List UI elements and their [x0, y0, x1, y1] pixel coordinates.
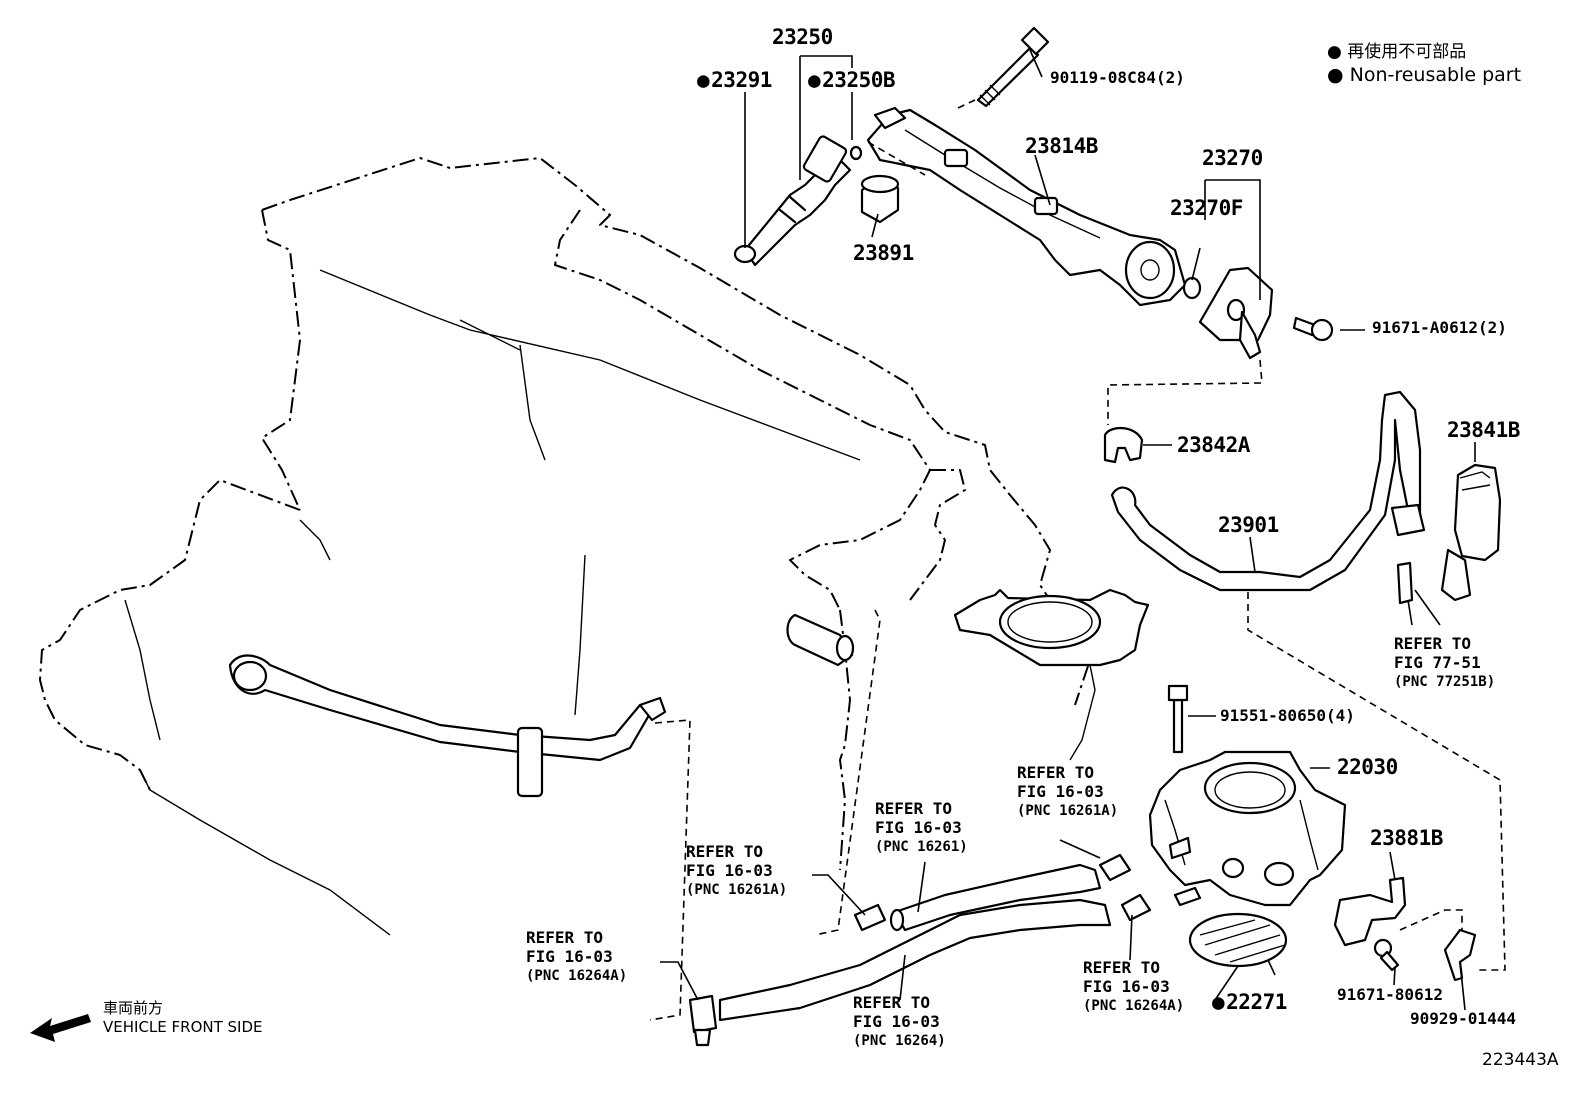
refer-line-2: FIG 16-03 — [875, 818, 962, 837]
refer-pnc-16261a-left: REFER TO FIG 16-03 (PNC 16261A) — [686, 842, 788, 898]
part-label-22030: 22030 — [1337, 755, 1398, 779]
part-label-23250: 23250 — [772, 25, 833, 49]
delivery-pipe-bolt — [976, 26, 1050, 108]
refer-line-1: REFER TO — [1017, 763, 1095, 782]
part-label-91671-80612: 91671-80612 — [1337, 985, 1443, 1004]
throttle-body — [1148, 750, 1347, 907]
legend-jp: ● 再使用不可部品 — [1327, 42, 1467, 62]
injector-insulator — [860, 174, 900, 224]
part-label-23270f: 23270F — [1170, 196, 1243, 220]
part-label-23891: 23891 — [853, 241, 914, 265]
fuel-pipe-fitting — [1182, 266, 1274, 360]
water-hoses — [688, 853, 1152, 1047]
fitting-bolt — [1292, 316, 1334, 342]
refer-pnc-16264a-right: REFER TO FIG 16-03 (PNC 16264A) — [1083, 958, 1185, 1014]
part-label-23291: 23291 — [697, 70, 772, 91]
part-label-90929: 90929-01444 — [1410, 1009, 1516, 1028]
part-label-23881b: 23881B — [1370, 826, 1443, 850]
throttle-body-bolt — [1167, 684, 1189, 754]
refer-line-2: FIG 16-03 — [686, 861, 773, 880]
fuel-vapor-hose — [1110, 390, 1426, 592]
refer-line-3: (PNC 16264A) — [526, 968, 628, 984]
refer-line-1: REFER TO — [1083, 958, 1161, 977]
engine-water-pipe — [228, 654, 667, 798]
refer-line-3: (PNC 16264A) — [1083, 998, 1185, 1014]
refer-line-3: (PNC 16264) — [853, 1033, 946, 1049]
refer-line-1: REFER TO — [1394, 634, 1472, 653]
part-label-23270: 23270 — [1202, 146, 1263, 170]
refer-line-3: (PNC 16261A) — [686, 882, 788, 898]
dashed-connectors — [649, 99, 1506, 1021]
refer-line-3: (PNC 77251B) — [1394, 674, 1496, 690]
fuel-injector — [733, 135, 863, 267]
part-label-23814b: 23814B — [1025, 134, 1098, 158]
refer-line-3: (PNC 16261) — [875, 839, 968, 855]
part-label-23841b: 23841B — [1447, 418, 1520, 442]
refer-pnc-16264a-left: REFER TO FIG 16-03 (PNC 16264A) — [526, 928, 628, 984]
part-label-22271: 22271 — [1212, 992, 1287, 1013]
refer-pnc-16261a-right: REFER TO FIG 16-03 (PNC 16261A) — [1017, 763, 1119, 819]
refer-line-3: (PNC 16261A) — [1017, 803, 1119, 819]
leader-lines — [660, 49, 1476, 1011]
part-label-23901: 23901 — [1218, 513, 1279, 537]
front-label-jp: 車両前方 — [103, 999, 164, 1017]
refer-pnc-16261: REFER TO FIG 16-03 (PNC 16261) — [875, 799, 968, 855]
vacuum-switching-valve — [1396, 463, 1502, 605]
refer-fig-77-51: REFER TO FIG 77-51 (PNC 77251B) — [1394, 634, 1496, 690]
refer-line-1: REFER TO — [853, 993, 931, 1012]
intake-flange — [953, 588, 1150, 761]
refer-line-2: FIG 16-03 — [853, 1012, 940, 1031]
wire-clamp — [1443, 928, 1477, 982]
hose-clip-23842a — [1103, 427, 1144, 464]
bracket-bolt — [1373, 938, 1400, 972]
refer-line-2: FIG 16-03 — [526, 947, 613, 966]
part-label-91671-a0612: 91671-A0612(2) — [1372, 318, 1507, 337]
figure-id: 223443A — [1482, 1050, 1559, 1070]
part-label-90119: 90119-08C84(2) — [1050, 68, 1185, 87]
engine-hose-stub — [786, 613, 855, 667]
refer-line-2: FIG 77-51 — [1394, 653, 1481, 672]
refer-line-1: REFER TO — [686, 842, 764, 861]
refer-line-2: FIG 16-03 — [1083, 977, 1170, 996]
part-label-91551: 91551-80650(4) — [1220, 706, 1355, 725]
front-label-en: VEHICLE FRONT SIDE — [103, 1018, 263, 1036]
part-label-23842a: 23842A — [1177, 433, 1250, 457]
refer-pnc-16264: REFER TO FIG 16-03 (PNC 16264) — [853, 993, 946, 1049]
front-arrow-icon — [30, 1014, 91, 1042]
fuel-delivery-pipe — [866, 106, 1187, 307]
vsv-bracket — [1333, 876, 1407, 947]
refer-line-1: REFER TO — [875, 799, 953, 818]
refer-line-2: FIG 16-03 — [1017, 782, 1104, 801]
throttle-body-gasket — [1188, 912, 1288, 968]
refer-line-1: REFER TO — [526, 928, 604, 947]
legend-en: ● Non-reusable part — [1327, 64, 1522, 86]
part-label-23250b: 23250B — [808, 70, 895, 91]
